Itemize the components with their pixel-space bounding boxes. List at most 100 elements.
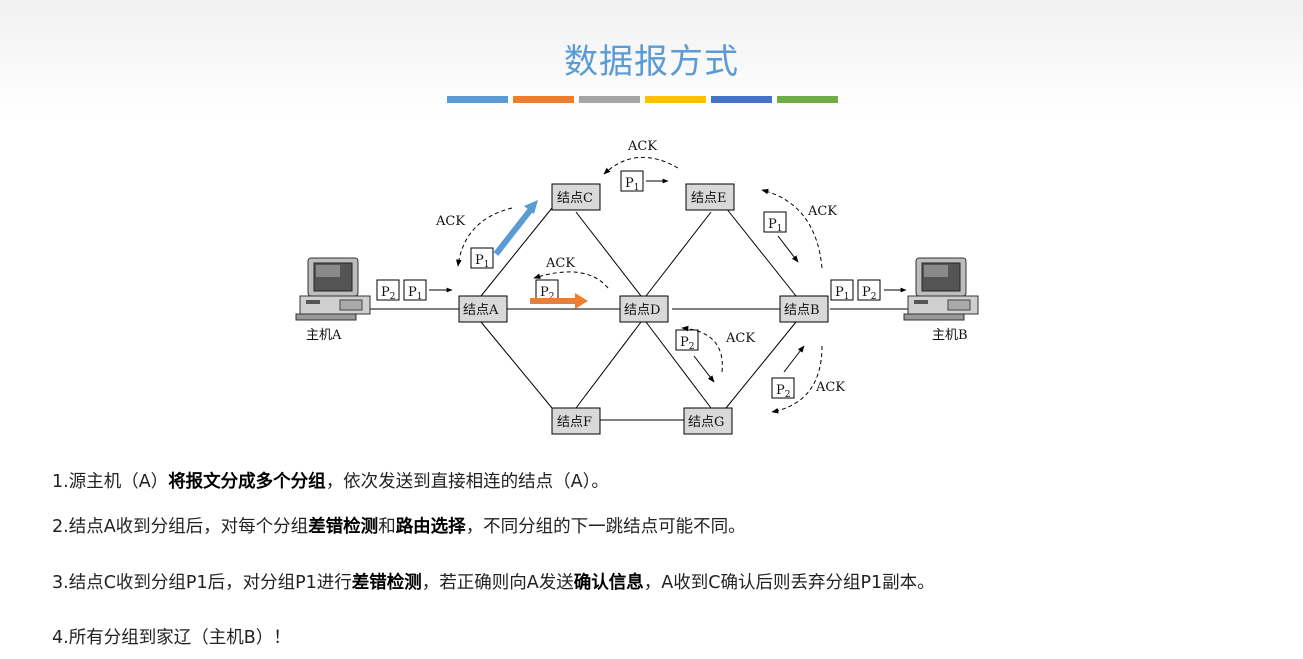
node-e-label: 结点E (691, 191, 727, 206)
packet-sub: 2 (390, 292, 396, 302)
packet-p2-node-b: P2 (857, 279, 881, 302)
link-d-g (645, 321, 712, 409)
host-a-label: 主机A (306, 328, 342, 343)
packet-sub: 2 (785, 390, 791, 400)
packet-letter: P (768, 217, 777, 232)
blue-arrow-head (524, 200, 538, 214)
packet-sub: 2 (689, 342, 695, 352)
step-line: 4.所有分组到家辽（主机B）！ (52, 624, 291, 649)
step-highlight: 差错检测 (308, 517, 379, 537)
packet-sub: 2 (871, 292, 877, 302)
ack-arc-b-to-e (761, 188, 823, 269)
packet-p1-host-a: P1 (403, 279, 427, 302)
step-text: ，A收到C确认后则丢弃分组P1副本。 (643, 573, 935, 593)
step-number: 4. (52, 628, 69, 648)
packet-letter: P (475, 253, 484, 268)
svg-text:P1: P1 (625, 176, 639, 193)
svg-text:P2: P2 (540, 285, 554, 302)
svg-text:P2: P2 (862, 285, 876, 302)
host-a-computer-icon (295, 257, 371, 321)
node-g: 结点G (683, 407, 733, 435)
ack-label-b-upper: ACK (807, 204, 837, 219)
step-highlight: 确认信息 (573, 573, 644, 593)
node-f-label: 结点F (557, 415, 592, 430)
packet-letter: P (835, 285, 844, 300)
packet-p2-g-to-b: P2 (771, 377, 795, 400)
step-text: 所有分组到家辽（主机B）！ (68, 628, 291, 648)
packet-sub: 1 (777, 224, 783, 234)
packet-p1-a-to-c: P1 (470, 247, 494, 270)
svg-text:P2: P2 (776, 383, 790, 400)
step-line: 3.结点C收到分组P1后，对分组P1进行差错检测，若正确则向A发送确认信息，A收… (52, 569, 935, 594)
accent-bar (711, 96, 772, 103)
step-number: 1. (52, 472, 69, 492)
step-number: 3. (52, 573, 69, 593)
step-line: 1.源主机（A）将报文分成多个分组，依次发送到直接相连的结点（A）。 (52, 468, 609, 493)
svg-text:P2: P2 (381, 285, 395, 302)
step-text: 源主机（A） (68, 472, 169, 492)
step-text: ，若正确则向A发送 (421, 573, 574, 593)
ack-label-g: ACK (725, 331, 755, 346)
packet-letter: P (408, 285, 417, 300)
packet-sub: 1 (634, 183, 640, 193)
title-accent-bars (447, 96, 840, 103)
ack-arc-e-to-c (603, 156, 679, 175)
slide-title: 数据报方式 (564, 42, 739, 82)
node-c: 结点C (551, 183, 601, 211)
svg-text:P1: P1 (768, 217, 782, 234)
link-e-b (725, 207, 797, 297)
packet-letter: P (680, 335, 689, 350)
step-number: 2. (52, 517, 69, 537)
link-c-d (575, 211, 642, 297)
link-d-e (645, 211, 712, 297)
packet-p2-host-a: P2 (376, 279, 400, 302)
ack-arc-c-to-a (456, 207, 513, 267)
step-text: 和 (378, 517, 396, 537)
packet-sub: 1 (844, 292, 850, 302)
packet-letter: P (540, 285, 549, 300)
packet-letter: P (862, 285, 871, 300)
packet-sub: 2 (549, 292, 555, 302)
ack-label-e: ACK (627, 139, 657, 154)
node-a: 结点A (458, 295, 508, 323)
accent-bar (447, 96, 508, 103)
node-b-label: 结点B (784, 303, 820, 318)
step-text: 结点A收到分组后，对每个分组 (68, 517, 309, 537)
orange-arrow-head (575, 293, 588, 309)
packet-p1-c-to-e: P1 (620, 170, 644, 193)
accent-bar (645, 96, 706, 103)
link-d-f (575, 321, 642, 409)
link-a-c (480, 207, 553, 297)
accent-bar (777, 96, 838, 103)
node-f: 结点F (551, 407, 601, 435)
ack-arc-b-to-g (771, 345, 823, 414)
accent-bar (579, 96, 640, 103)
host-b-label: 主机B (932, 328, 968, 343)
ack-label-b-lower: ACK (815, 380, 845, 395)
arrow-d-to-g (693, 355, 715, 383)
network-links (366, 207, 918, 421)
packet-sub: 1 (417, 292, 423, 302)
ack-label-d: ACK (545, 256, 575, 271)
packet-letter: P (625, 176, 634, 191)
accent-bar (513, 96, 574, 103)
step-highlight: 差错检测 (351, 573, 422, 593)
link-a-f (480, 321, 553, 409)
svg-text:P1: P1 (475, 253, 489, 270)
svg-text:P1: P1 (408, 285, 422, 302)
blue-arrow-a-to-c (493, 206, 535, 256)
node-g-label: 结点G (688, 415, 724, 430)
arrow-e-to-b (777, 235, 799, 263)
datagram-network-diagram: 主机A 主机B 结点C 结点E 结点A 结点D 结点B 结点F 结点G (286, 132, 992, 442)
node-c-label: 结点C (557, 191, 593, 206)
host-b-computer-icon (903, 257, 979, 321)
node-a-label: 结点A (463, 303, 499, 318)
step-line: 2.结点A收到分组后，对每个分组差错检测和路由选择，不同分组的下一跳结点可能不同… (52, 513, 746, 538)
step-text: ，不同分组的下一跳结点可能不同。 (465, 517, 746, 537)
ack-label-c: ACK (435, 214, 465, 229)
packet-p1-node-b: P1 (830, 279, 854, 302)
packet-p2-d-to-g: P2 (675, 329, 699, 352)
node-e: 结点E (685, 183, 735, 211)
link-g-b (725, 321, 797, 409)
svg-text:P2: P2 (680, 335, 694, 352)
